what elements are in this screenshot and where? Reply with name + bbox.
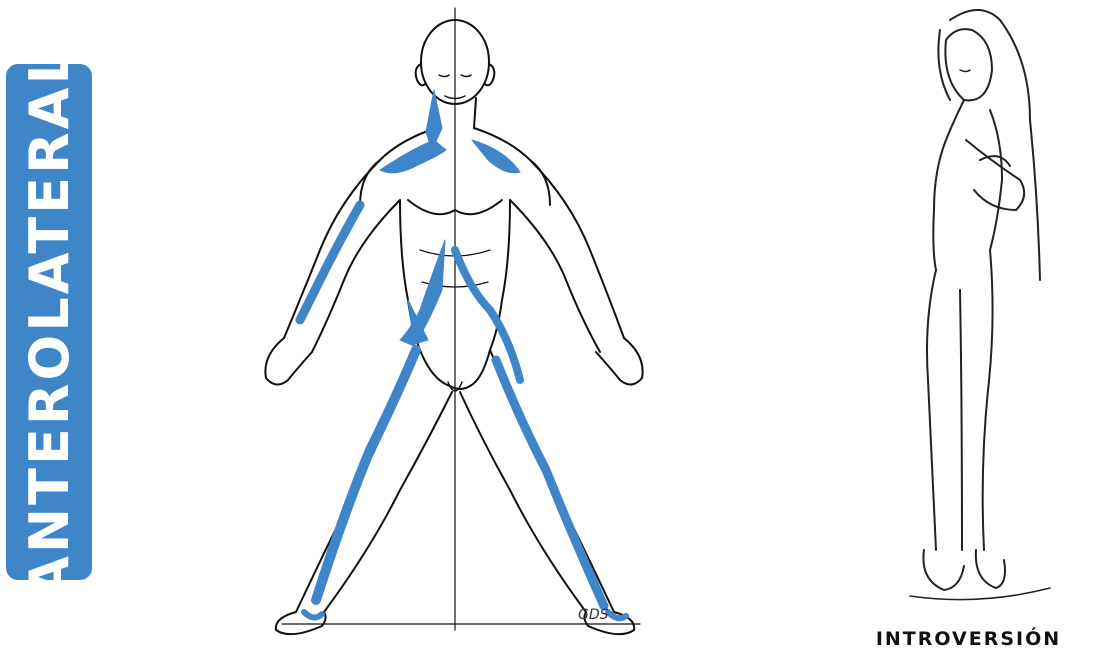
introversion-figure — [880, 0, 1080, 620]
artist-signature: GDS — [578, 607, 609, 623]
anterolateral-chain-figure — [220, 0, 700, 664]
anterolateral-label-box: ANTEROLATERAL — [6, 64, 92, 580]
anterolateral-label: ANTEROLATERAL — [18, 47, 81, 598]
introversion-caption: INTROVERSIÓN — [846, 628, 1091, 650]
